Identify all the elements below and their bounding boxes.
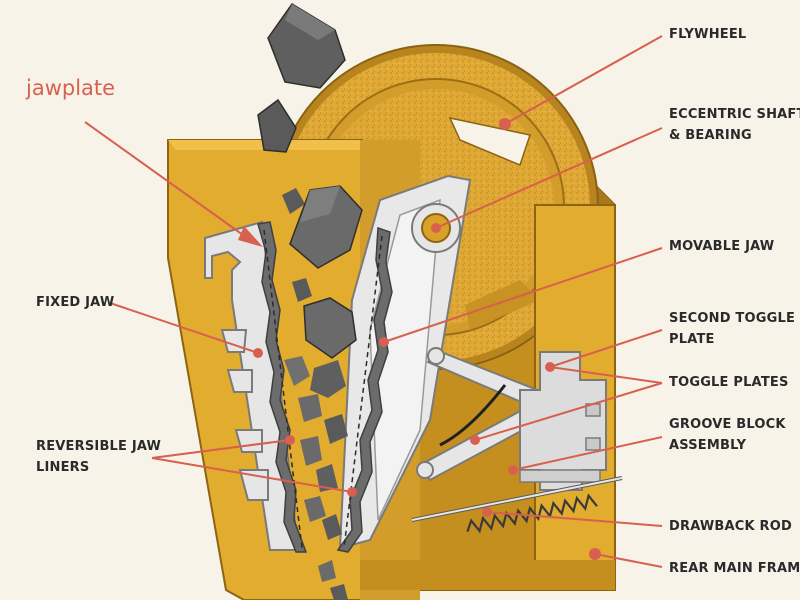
label-flywheel-line-1: FLYWHEEL [669,27,747,42]
rocks [257,2,363,600]
label-reversible-jaw-liners: REVERSIBLE JAW LINERS [36,436,161,478]
fixed-jaw-liner [257,221,308,553]
jawplate-annotation: jawplate [26,76,116,100]
label-toggle-plates-line-1: TOGGLE PLATES [669,375,789,390]
label-reversible-jaw-liners-line-1: REVERSIBLE JAW [36,439,162,454]
label-second-toggle-plate-line-1: SECOND TOGGLE [669,311,796,326]
label-toggle-plates: TOGGLE PLATES [669,372,789,393]
label-movable-jaw-line-1: MOVABLE JAW [669,239,775,254]
label-groove-block-line-1: GROOVE BLOCK [669,417,786,432]
label-groove-block-line-2: ASSEMBLY [669,438,747,453]
leader-lines [84,35,663,568]
label-second-toggle-plate: SECOND TOGGLE PLATE [669,308,795,350]
label-second-toggle-plate-line-2: PLATE [669,332,715,347]
label-drawback-rod: DRAWBACK ROD [669,516,792,537]
second-toggle-plate-groove-block [519,351,607,491]
label-eccentric-shaft-line-1: ECCENTRIC SHAFT [669,107,800,122]
label-flywheel: FLYWHEEL [669,24,746,45]
label-movable-jaw: MOVABLE JAW [669,236,774,257]
label-groove-block: GROOVE BLOCK ASSEMBLY [669,414,786,456]
label-rear-main-frame-line-1: REAR MAIN FRAME [669,561,800,576]
label-rear-main-frame: REAR MAIN FRAME [669,558,800,579]
drawback-rod [411,476,623,534]
label-eccentric-shaft: ECCENTRIC SHAFT & BEARING [669,104,800,146]
label-fixed-jaw: FIXED JAW [36,292,114,313]
label-drawback-rod-line-1: DRAWBACK ROD [669,519,792,534]
leader-dots [253,118,601,560]
label-eccentric-shaft-line-2: & BEARING [669,128,752,143]
label-fixed-jaw-line-1: FIXED JAW [36,295,115,310]
label-reversible-jaw-liners-line-2: LINERS [36,460,90,475]
